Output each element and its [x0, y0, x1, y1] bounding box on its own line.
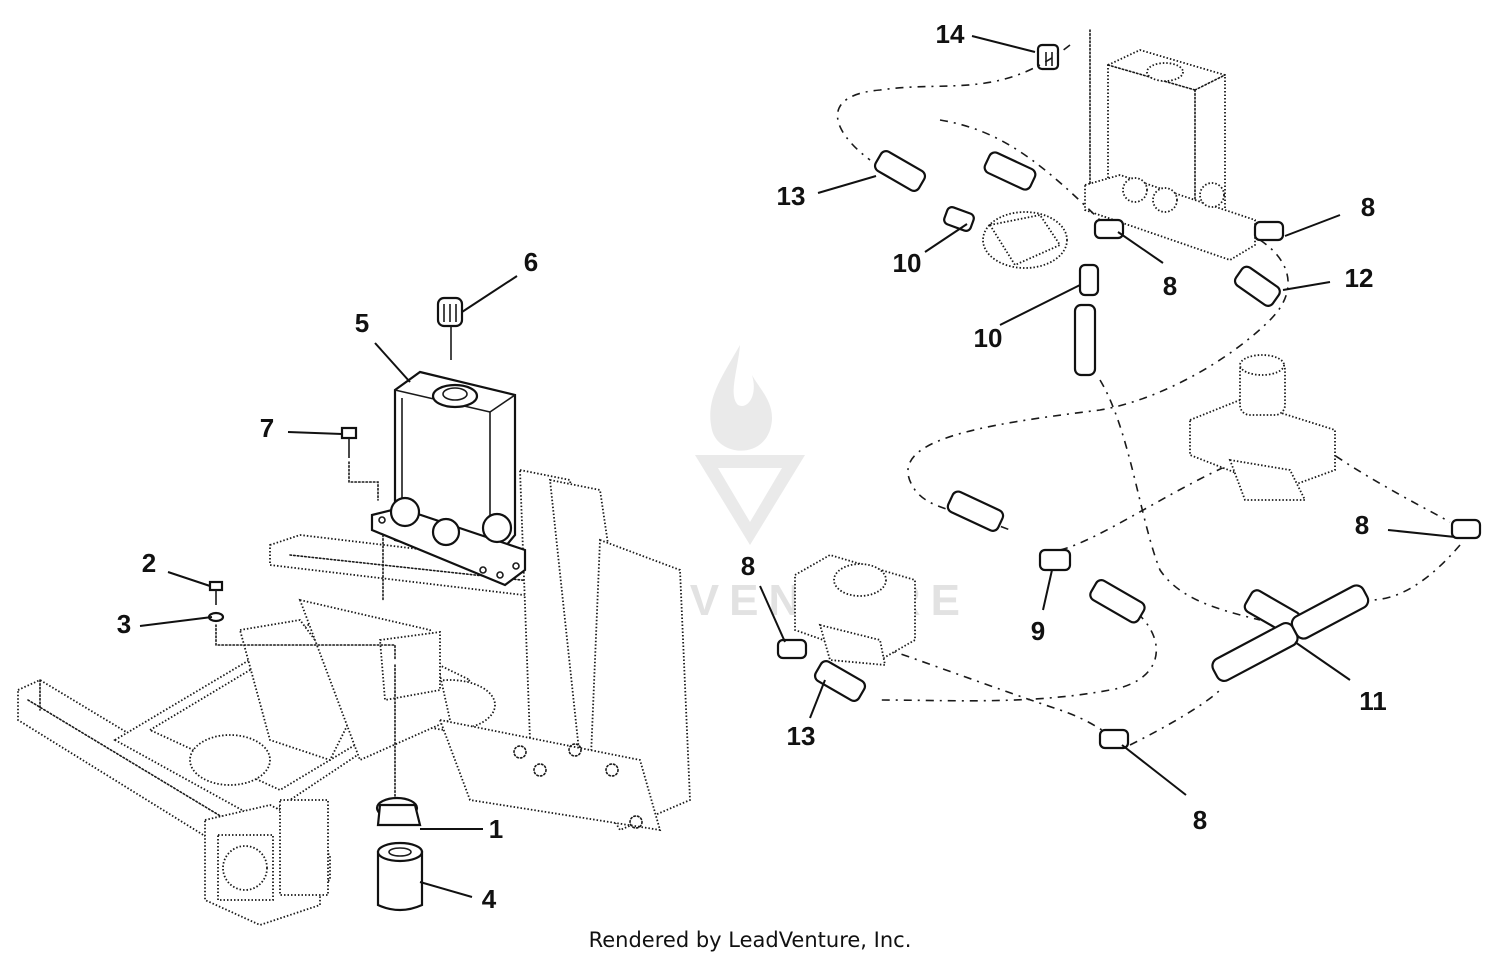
hose-fittings	[776, 150, 1482, 750]
oil-filter	[376, 841, 424, 912]
callout-8-top-right: 8	[1361, 192, 1375, 222]
callout-8-upper: 8	[1163, 271, 1177, 301]
callout-5: 5	[355, 308, 369, 338]
callout-9: 9	[1031, 616, 1045, 646]
hydraulic-pump-lower	[794, 554, 916, 667]
callout-12: 12	[1345, 263, 1374, 293]
callout-7: 7	[260, 413, 274, 443]
footer-credit: Rendered by LeadVenture, Inc.	[588, 928, 912, 952]
callout-4: 4	[482, 884, 497, 914]
callout-11: 11	[1359, 686, 1387, 716]
callout-1: 1	[489, 814, 503, 844]
hydraulic-pump-upper	[982, 211, 1068, 269]
callout-8-right: 8	[1355, 510, 1369, 540]
fitting-14	[1036, 43, 1060, 71]
hydraulic-tank-left	[370, 370, 527, 587]
tank-cap-dipstick	[436, 296, 464, 360]
callout-14: 14	[936, 19, 965, 49]
callout-10-upper: 10	[893, 248, 922, 278]
callout-leaders	[139, 35, 1456, 898]
callout-labels: 1 2 3 4 5 6 7 8 8 8 8 8 9 10 10 11 12 13…	[117, 19, 1387, 914]
bolt-7	[340, 426, 379, 501]
callout-3: 3	[117, 609, 131, 639]
filter-head	[375, 796, 422, 827]
callout-10-lower: 10	[974, 323, 1003, 353]
callout-8-bottom: 8	[1193, 805, 1207, 835]
mower-frame	[17, 468, 691, 926]
callout-6: 6	[524, 247, 538, 277]
callout-13-lower: 13	[787, 721, 816, 751]
callout-8-left: 8	[741, 551, 755, 581]
callout-2: 2	[142, 548, 156, 578]
hydraulic-tank-right	[1084, 29, 1256, 261]
callout-13-upper: 13	[777, 181, 806, 211]
hydraulic-pump-right	[1189, 354, 1336, 501]
bolt-2-washer-3	[207, 580, 396, 661]
